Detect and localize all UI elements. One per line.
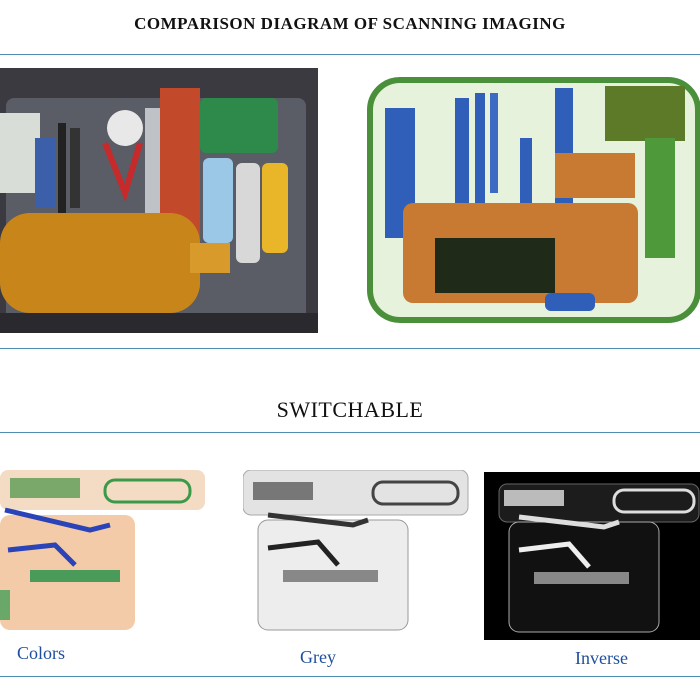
divider-section <box>0 432 700 433</box>
scan-inverse[interactable] <box>484 472 700 640</box>
divider-top <box>0 54 700 55</box>
divider-middle <box>0 348 700 349</box>
caption-inverse: Inverse <box>575 648 628 668</box>
page-title: COMPARISON DIAGRAM OF SCANNING IMAGING <box>134 14 566 33</box>
caption-grey: Grey <box>300 647 336 667</box>
xray-color-scan <box>355 68 700 333</box>
divider-bottom <box>0 676 700 677</box>
scan-colors[interactable] <box>0 470 210 635</box>
caption-colors: Colors <box>17 643 66 663</box>
section-title: SWITCHABLE <box>276 397 424 422</box>
luggage-photo <box>0 68 318 333</box>
scan-grey[interactable] <box>243 470 473 635</box>
